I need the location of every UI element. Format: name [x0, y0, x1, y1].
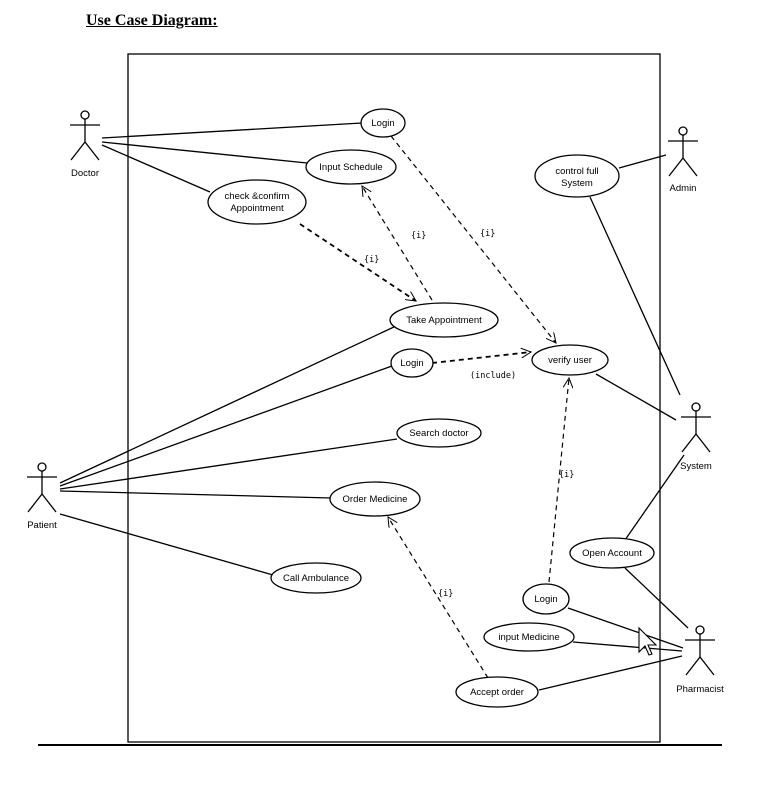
- assoc-patient-take-appointment: [59, 325, 397, 484]
- use-case-login-pharmacist[interactable]: Login: [522, 583, 570, 615]
- use-case-accept-order[interactable]: Accept order: [455, 676, 539, 708]
- use-case-label: Call Ambulance: [283, 573, 349, 584]
- label-include-order: {i}: [438, 589, 453, 599]
- use-case-label-line2: System: [561, 178, 593, 189]
- actor-patient[interactable]: Patient: [27, 462, 57, 531]
- use-case-label: Accept order: [470, 687, 524, 698]
- include-check-confirm-to-take-appointment: [299, 223, 416, 302]
- use-case-label: verify user: [548, 355, 592, 366]
- assoc-verify-system: [595, 373, 677, 421]
- actor-doctor[interactable]: Doctor: [70, 110, 100, 179]
- actor-label: Pharmacist: [676, 684, 724, 695]
- page-title: Use Case Diagram:: [86, 12, 218, 29]
- use-case-label: Order Medicine: [343, 494, 408, 505]
- include-accept-order-to-order-medicine: [388, 517, 489, 679]
- use-case-label: Search doctor: [409, 428, 468, 439]
- label-include-login-verify: {i}: [480, 229, 495, 239]
- use-case-check-confirm-appointment[interactable]: check &confirm Appointment: [207, 179, 307, 225]
- use-case-label: Open Account: [582, 548, 642, 559]
- assoc-open-account-system: [624, 454, 685, 541]
- assoc-patient-call-ambulance: [59, 513, 274, 576]
- assoc-control-system: [589, 196, 681, 396]
- use-case-label: input Medicine: [498, 632, 559, 643]
- label-include-schedule: {i}: [411, 231, 426, 241]
- include-relations: [299, 135, 569, 679]
- use-case-search-doctor[interactable]: Search doctor: [396, 418, 482, 448]
- include-take-appointment-to-input-schedule: [362, 186, 433, 301]
- actor-system[interactable]: System: [680, 402, 712, 472]
- assoc-accept-order-pharmacist: [538, 655, 683, 691]
- use-case-open-account[interactable]: Open Account: [569, 537, 655, 569]
- use-case-login-doctor[interactable]: Login: [360, 108, 406, 138]
- use-case-label-line1: control full: [555, 166, 598, 177]
- associations: [59, 122, 689, 691]
- use-case-control-full-system[interactable]: control full System: [534, 154, 620, 198]
- include-login-to-verify-user: [390, 135, 556, 343]
- assoc-open-account-pharmacist: [624, 567, 689, 629]
- assoc-patient-login: [59, 365, 393, 487]
- use-case-call-ambulance[interactable]: Call Ambulance: [270, 562, 362, 594]
- assoc-doctor-input-schedule: [101, 141, 308, 164]
- include-patient-login-to-verify-user: [431, 352, 531, 364]
- use-case-label-line1: check &confirm: [225, 191, 290, 202]
- use-case-label: Login: [400, 358, 423, 369]
- use-case-label: Login: [534, 594, 557, 605]
- actor-pharmacist[interactable]: Pharmacist: [676, 625, 724, 695]
- assoc-admin-control: [618, 154, 667, 169]
- include-pharmacist-login-to-verify-user: [548, 378, 569, 583]
- label-include-patient-login: (include): [470, 371, 516, 381]
- assoc-patient-order-medicine: [59, 490, 332, 499]
- mouse-cursor-icon: [638, 626, 658, 656]
- use-case-input-medicine[interactable]: input Medicine: [483, 622, 575, 652]
- use-case-label-line2: Appointment: [230, 203, 284, 214]
- actor-label: Admin: [670, 183, 697, 194]
- system-boundary: [127, 53, 661, 743]
- actor-admin[interactable]: Admin: [668, 126, 698, 194]
- assoc-login-pharmacist: [567, 607, 684, 649]
- use-case-take-appointment[interactable]: Take Appointment: [389, 302, 499, 338]
- assoc-patient-search-doctor: [59, 438, 398, 490]
- assoc-input-medicine-pharmacist: [572, 641, 683, 652]
- assoc-doctor-login: [101, 122, 363, 139]
- use-case-label: Input Schedule: [319, 162, 382, 173]
- use-case-input-schedule[interactable]: Input Schedule: [305, 149, 397, 185]
- use-case-label: Login: [371, 118, 394, 129]
- label-include-pharm-login: {i}: [559, 470, 574, 480]
- actor-label: Patient: [27, 520, 57, 531]
- use-case-login-patient[interactable]: Login: [390, 348, 434, 378]
- use-case-verify-user[interactable]: verify user: [531, 344, 609, 376]
- use-case-order-medicine[interactable]: Order Medicine: [329, 481, 421, 517]
- actor-label: System: [680, 461, 712, 472]
- use-case-label: Take Appointment: [406, 315, 482, 326]
- label-include-confirm: {i}: [364, 255, 379, 265]
- actor-label: Doctor: [71, 168, 99, 179]
- assoc-doctor-check-confirm: [101, 144, 211, 193]
